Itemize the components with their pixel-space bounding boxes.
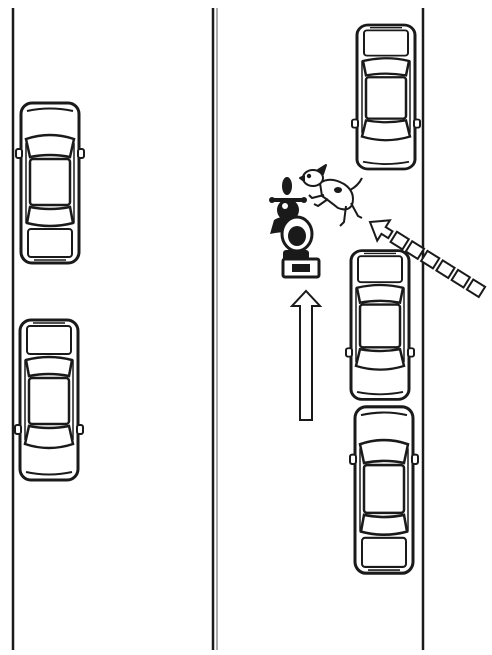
- motorcycle-rider: [269, 177, 319, 277]
- right-car-bottom: [350, 407, 418, 573]
- right-car-middle: [346, 251, 414, 400]
- dog: [300, 165, 362, 226]
- left-car-top: [16, 103, 84, 263]
- right-car-top: [352, 25, 420, 169]
- motorcycle-path-arrow: [292, 291, 320, 420]
- left-car-bottom: [15, 320, 83, 480]
